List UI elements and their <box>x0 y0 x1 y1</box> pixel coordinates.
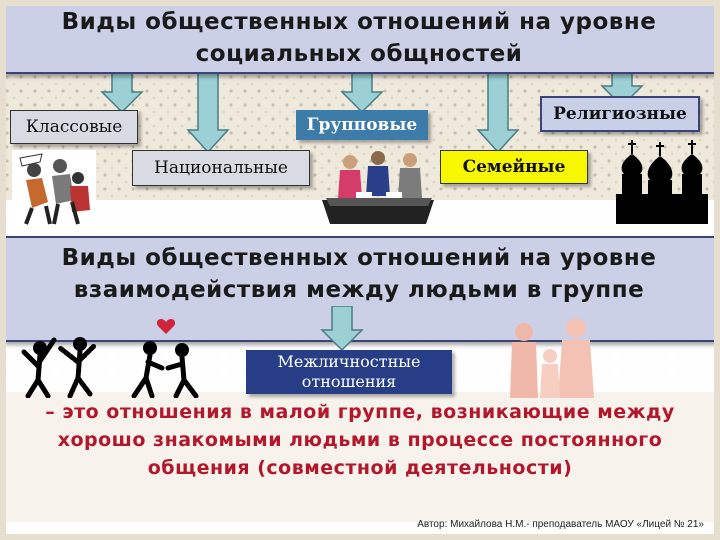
label-national: Национальные <box>132 150 310 186</box>
definition-text: – это отношения в малой группе, возникаю… <box>45 401 675 479</box>
label-class: Классовые <box>10 110 138 144</box>
stick-figures-illustration <box>21 319 199 398</box>
author-credit: Автор: Михайлова Н.М.- преподаватель МАО… <box>417 519 704 530</box>
label-interpersonal: Межличностные отношения <box>246 350 452 394</box>
description-panel <box>0 392 720 522</box>
protest-crowd-illustration <box>12 150 96 226</box>
church-silhouette <box>616 140 708 224</box>
interpersonal-line-2: отношения <box>301 372 397 391</box>
label-group: Групповые <box>296 110 428 140</box>
arrow-to-interpersonal <box>320 306 364 352</box>
middle-title: Виды общественных отношений на уровне вз… <box>2 236 716 342</box>
label-religious: Религиозные <box>540 96 700 132</box>
family-silhouette <box>510 318 594 398</box>
label-family: Семейные <box>440 150 588 184</box>
business-meeting-illustration <box>322 151 434 224</box>
arrow-to-national <box>186 70 230 154</box>
interpersonal-line-1: Межличностные <box>277 352 421 371</box>
top-title: Виды общественных отношений на уровне со… <box>2 2 716 74</box>
arrow-to-family <box>476 70 520 154</box>
